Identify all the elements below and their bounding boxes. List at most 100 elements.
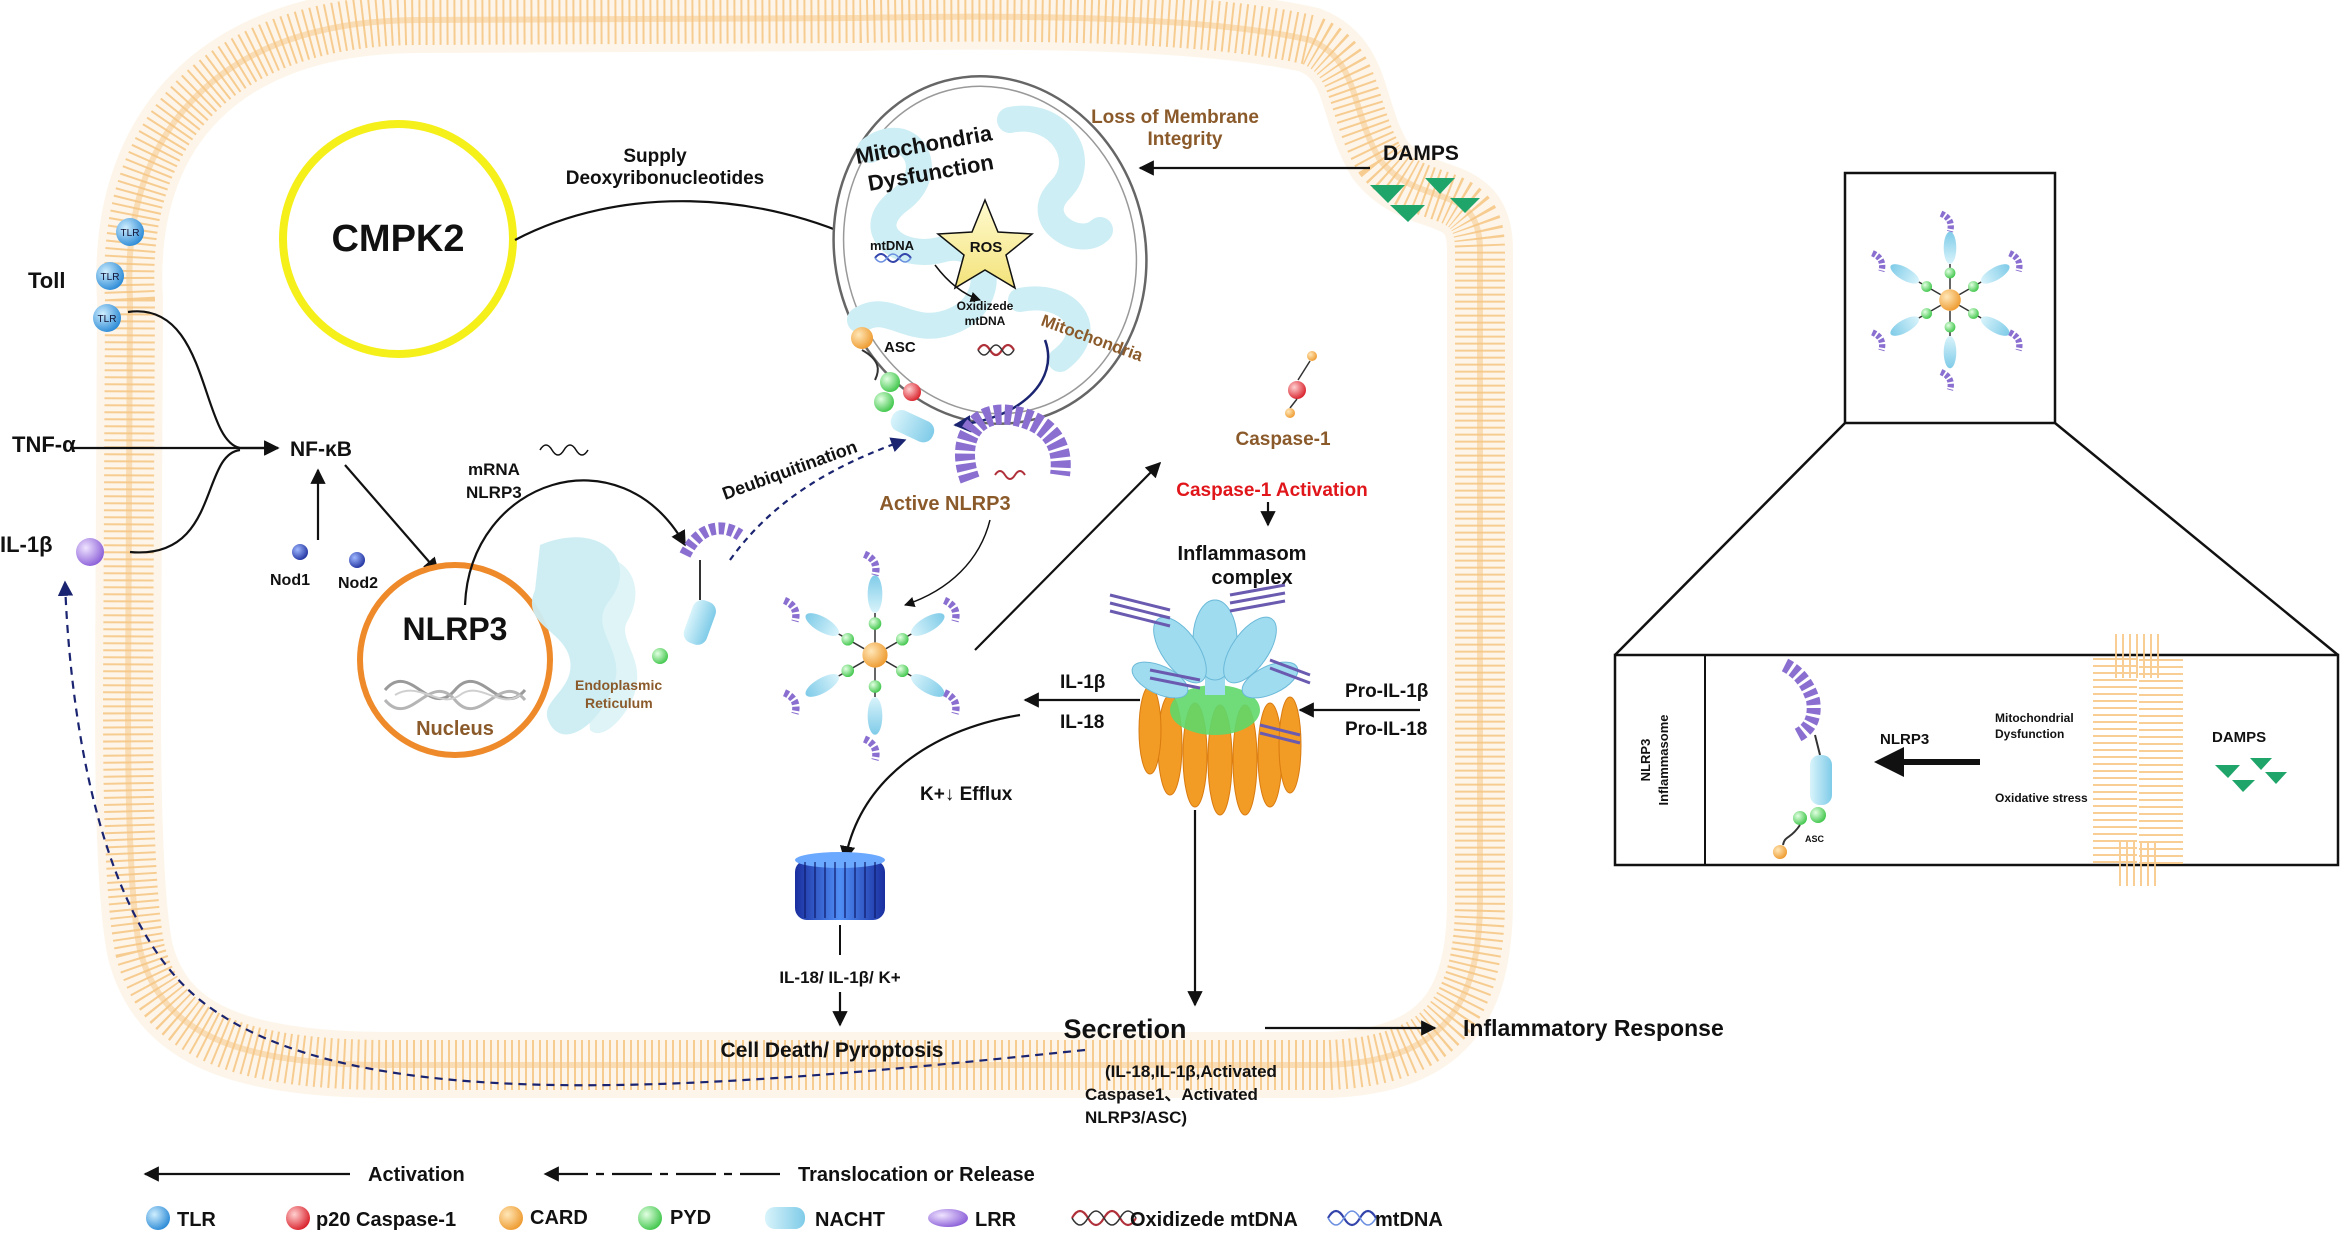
mrna-to-er-arrow (463, 479, 686, 606)
supply-label-line1: Supply (623, 146, 687, 167)
legend-item-label: Oxidizede mtDNA (1130, 1209, 1298, 1231)
k-efflux-label: K+↓ Efflux (920, 784, 1013, 805)
oxidized-label-line1: Oxidizede (957, 299, 1014, 313)
ring-arm (1939, 310, 1957, 391)
inflammasome-complex (1109, 583, 1311, 816)
toll-label: Toll (28, 268, 65, 293)
card-icon (499, 1206, 523, 1230)
inflammatory-response-label: Inflammatory Response (1463, 1015, 1724, 1041)
ring-arm (1939, 210, 1957, 290)
pro-il18-label: Pro-IL-18 (1345, 719, 1427, 740)
mtdna-icon (1327, 1209, 1377, 1227)
legend: Activation Translocation or Release TLR … (143, 1164, 1443, 1231)
release-products-label: IL-18/ IL-1β/ K+ (779, 968, 900, 987)
active-to-ring-arrow (904, 519, 991, 607)
cell-membrane (94, 0, 1513, 1098)
inflammasom-label-line1: Inflammasom (1178, 543, 1307, 565)
nacht-icon (765, 1207, 805, 1229)
lrr-icon (928, 1209, 968, 1227)
secretion-detail-3: NLRP3/ASC) (1085, 1108, 1187, 1127)
oxidized-mtdna-strand (977, 344, 1015, 356)
mtdna-label: mtDNA (870, 238, 915, 253)
caspase1-label: Caspase-1 (1235, 429, 1330, 450)
nlrp3-nucleus-label: NLRP3 (403, 611, 508, 647)
er-label-line2: Reticulum (585, 695, 653, 711)
ring-arm (1958, 250, 2023, 296)
nucleus (357, 562, 553, 758)
loss-label-line2: Integrity (1148, 129, 1223, 150)
legend-item-label: mtDNA (1375, 1209, 1443, 1231)
inset-side-label-line1: NLRP3 (1638, 739, 1653, 782)
cmpk2-ring (279, 120, 517, 358)
oxidized-label-line2: mtDNA (965, 314, 1006, 328)
il1b-to-nfkb-arrow (129, 448, 241, 554)
svg-text:TLR: TLR (101, 272, 120, 283)
ring-to-caspase-arrow (974, 461, 1162, 651)
tlr-icon: TLR (116, 218, 144, 246)
mtdna-icon-strand (874, 253, 912, 263)
ring-arm (1871, 250, 1942, 296)
loss-label-line1: Loss of Membrane (1091, 107, 1259, 128)
inset-inflammasome-ring (1871, 210, 2023, 391)
nod2-icon (349, 552, 365, 568)
nfkb-to-nlrp3-arrow (344, 464, 440, 574)
er-label-line1: Endoplasmic (575, 677, 662, 693)
inflammasom-label-line2: complex (1211, 567, 1292, 589)
ring-arm (1871, 304, 1942, 352)
il1b-ligand (76, 538, 104, 566)
inset-oxidative-label: Oxidative stress (1995, 791, 2088, 805)
inflammasome-ring (782, 550, 960, 762)
legend-item-label: TLR (177, 1209, 216, 1231)
legend-translocation-label: Translocation or Release (798, 1164, 1035, 1186)
il-to-channel-arrow (839, 713, 1021, 862)
mtdna-icon (874, 253, 912, 263)
legend-item-label: p20 Caspase-1 (316, 1209, 456, 1231)
svg-text:TLR: TLR (121, 228, 140, 239)
inset-mito-line1: Mitochondrial (1995, 711, 2074, 725)
nod1-label: Nod1 (270, 572, 310, 589)
cmpk2-label: CMPK2 (331, 218, 464, 260)
damps-label: DAMPS (1383, 142, 1459, 165)
nfkb-label: NF-κB (290, 438, 352, 461)
cmpk2-to-mtdna-arrow (514, 200, 872, 246)
ring-arm (885, 597, 960, 650)
inset-mito-line2: Dysfunction (1995, 727, 2064, 741)
endoplasmic-reticulum (531, 537, 638, 735)
active-nlrp3 (890, 404, 1071, 484)
ring-arm (782, 660, 865, 715)
il1b-mid-label: IL-1β (1060, 672, 1105, 693)
ros-label: ROS (970, 239, 1003, 256)
il18-mid-label: IL-18 (1060, 712, 1104, 733)
ring-arm (1958, 304, 2023, 352)
ring-arm (862, 667, 883, 762)
mtdna-to-oxidized-arrow (934, 264, 981, 302)
tlr-icon (146, 1206, 170, 1230)
inset-side-label-line2: Inflammasome (1656, 714, 1671, 805)
asc-complex (851, 327, 921, 412)
inset-panel (1613, 171, 2340, 886)
tlr-icon: TLR (93, 304, 121, 332)
inset-asc-label: ASC (1805, 834, 1825, 844)
ring-arm (862, 550, 883, 643)
svg-text:TLR: TLR (98, 314, 117, 325)
pyd-icon (638, 1206, 662, 1230)
tlr-group: TLR TLR TLR (93, 218, 144, 332)
legend-item-label: LRR (975, 1209, 1017, 1231)
deubiquitination-label: Deubiquitination (720, 436, 860, 503)
ros-star (936, 198, 1034, 290)
mrna-label-line1: mRNA (468, 460, 520, 479)
ring-arm (885, 660, 960, 715)
tlr-icon: TLR (96, 262, 124, 290)
gasdermin-pore (795, 852, 885, 920)
nod1-icon (292, 544, 308, 560)
ring-core (1939, 289, 1961, 311)
nod2-label: Nod2 (338, 575, 378, 592)
il1b-left-label: IL-1β (0, 532, 53, 557)
caspase1-activation-label: Caspase-1 Activation (1176, 480, 1367, 501)
legend-item-label: NACHT (815, 1209, 885, 1231)
oxidized-mtdna-icon (1071, 1209, 1137, 1227)
tnf-label: TNF-α (12, 432, 76, 457)
inset-nlrp3-monomer (1773, 658, 1832, 859)
secretion-detail-1: (IL-18,IL-1β,Activated (1105, 1062, 1277, 1081)
